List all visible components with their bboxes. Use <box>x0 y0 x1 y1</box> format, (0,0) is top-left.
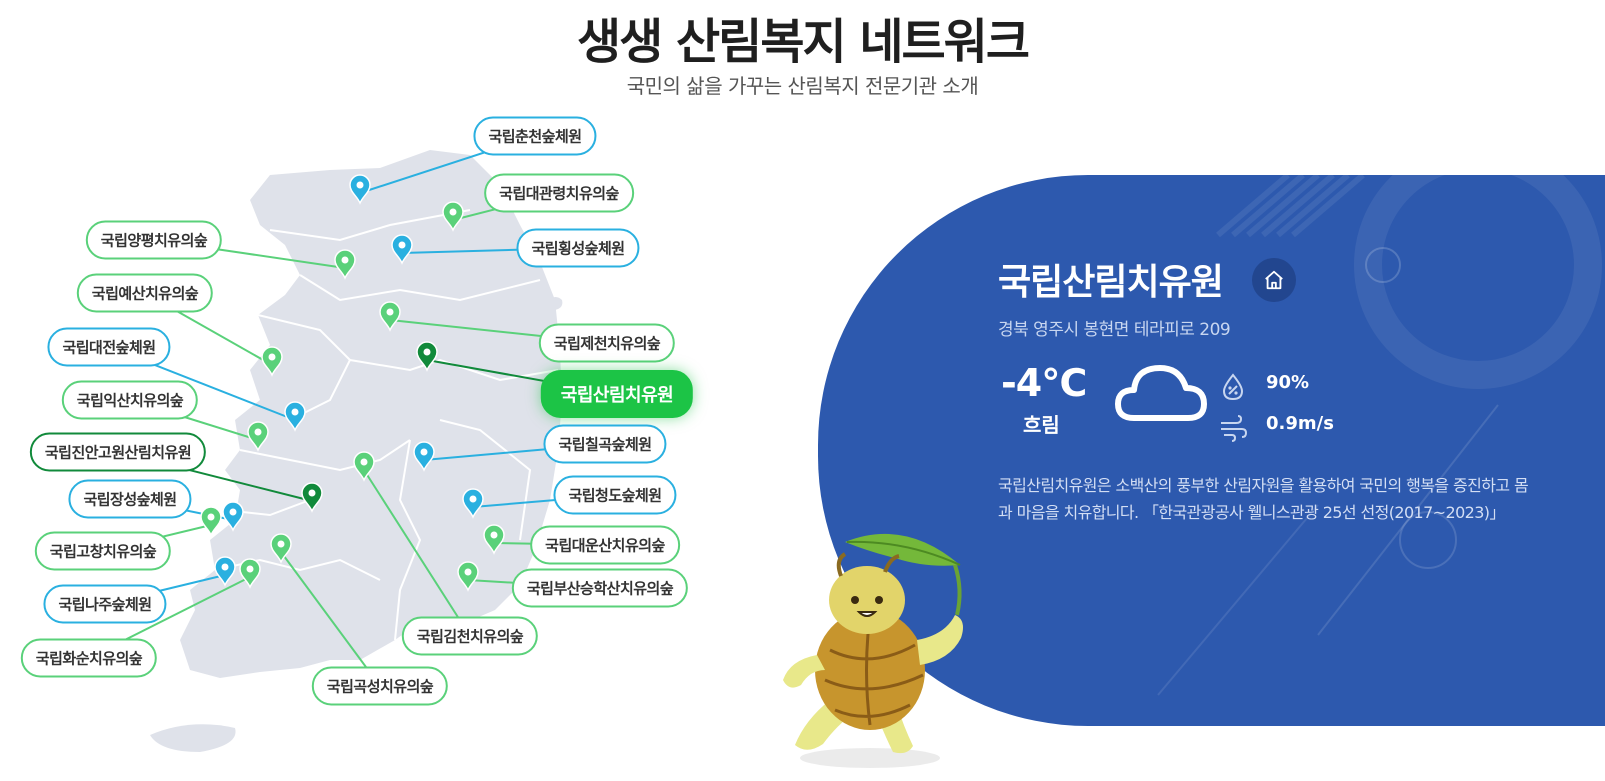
facility-label[interactable]: 국립칠곡숲체원 <box>543 424 667 464</box>
map-pin-icon[interactable] <box>442 201 464 232</box>
connector-line <box>363 469 471 637</box>
facility-description: 국립산림치유원은 소백산의 풍부한 산림자원을 활용하여 국민의 행복을 증진하… <box>998 476 1529 522</box>
jeju-island-shape <box>150 724 236 752</box>
connector-line <box>280 551 381 687</box>
map-pin-icon[interactable] <box>349 174 371 205</box>
humidity-icon <box>1222 373 1244 401</box>
facility-label[interactable]: 국립예산치유의숲 <box>76 273 214 313</box>
facility-label[interactable]: 국립화순치유의숲 <box>20 638 158 678</box>
humidity-value: 90% <box>1266 372 1310 393</box>
map-pin-icon[interactable] <box>462 488 484 519</box>
page-title: 생생 산림복지 네트워크 <box>576 14 1030 70</box>
map-pin-icon[interactable] <box>270 533 292 564</box>
map-pin-icon[interactable] <box>334 249 356 280</box>
facility-label[interactable]: 국립익산치유의숲 <box>61 380 199 420</box>
map-pin-icon[interactable] <box>413 441 435 472</box>
facility-label[interactable]: 국립대전숲체원 <box>47 327 171 367</box>
map-pin-icon[interactable] <box>416 341 438 372</box>
cloud-icon <box>1115 365 1207 421</box>
temperature: -4℃ <box>1001 361 1087 405</box>
facility-label[interactable]: 국립양평치유의숲 <box>85 220 223 260</box>
facility-label[interactable]: 국립장성숲체원 <box>68 479 192 519</box>
map-pin-icon[interactable] <box>483 524 505 555</box>
map-pins <box>200 174 505 592</box>
mascot-character <box>783 533 963 768</box>
korea-mainland-shape <box>180 150 562 678</box>
map-pin-icon[interactable] <box>391 234 413 265</box>
facility-label[interactable]: 국립곡성치유의숲 <box>311 666 449 706</box>
map-pin-icon[interactable] <box>284 401 306 432</box>
facility-label[interactable]: 국립대운산치유의숲 <box>530 525 680 565</box>
home-icon <box>1265 270 1283 290</box>
facility-label[interactable]: 국립횡성숲체원 <box>516 228 640 268</box>
map-pin-icon[interactable] <box>222 501 244 532</box>
facility-label[interactable]: 국립산림치유원 <box>540 370 694 418</box>
facility-label[interactable]: 국립고창치유의숲 <box>34 531 172 571</box>
facility-label[interactable]: 국립김천치유의숲 <box>401 616 539 656</box>
page-subtitle: 국민의 삶을 가꾸는 산림복지 전문기관 소개 <box>626 74 979 98</box>
map-pin-icon[interactable] <box>200 506 222 537</box>
province-borders <box>214 209 559 641</box>
facility-address: 경북 영주시 봉현면 테라피로 209 <box>998 320 1231 340</box>
map-pin-icon[interactable] <box>457 561 479 592</box>
map-pin-icon[interactable] <box>261 346 283 377</box>
facility-label[interactable]: 국립청도숲체원 <box>553 475 677 515</box>
map-pin-icon[interactable] <box>379 301 401 332</box>
facility-label[interactable]: 국립진안고원산림치유원 <box>29 432 207 472</box>
facility-info-panel: 국립산림치유원 경북 영주시 봉현면 테라피로 209 -4℃ 흐림 90% 0… <box>818 175 1605 726</box>
weather-status: 흐림 <box>1023 413 1060 437</box>
map-pin-icon[interactable] <box>247 421 269 452</box>
facility-label[interactable]: 국립춘천숲체원 <box>473 116 597 156</box>
wind-value: 0.9m/s <box>1266 413 1334 434</box>
wind-icon <box>1221 415 1248 442</box>
facility-title: 국립산림치유원 <box>998 262 1224 303</box>
ulleung-island-shape <box>547 297 563 310</box>
map-pin-icon[interactable] <box>301 482 323 513</box>
panel-decoration <box>1157 175 1602 696</box>
home-button[interactable] <box>1252 258 1296 302</box>
map-pin-icon[interactable] <box>239 558 261 589</box>
map-pin-icon[interactable] <box>353 451 375 482</box>
facility-label[interactable]: 국립제천치유의숲 <box>538 323 676 363</box>
facility-label[interactable]: 국립대관령치유의숲 <box>484 173 634 213</box>
facility-label[interactable]: 국립부산승학산치유의숲 <box>511 568 689 608</box>
map-pin-icon[interactable] <box>214 556 236 587</box>
facility-label[interactable]: 국립나주숲체원 <box>43 584 167 624</box>
